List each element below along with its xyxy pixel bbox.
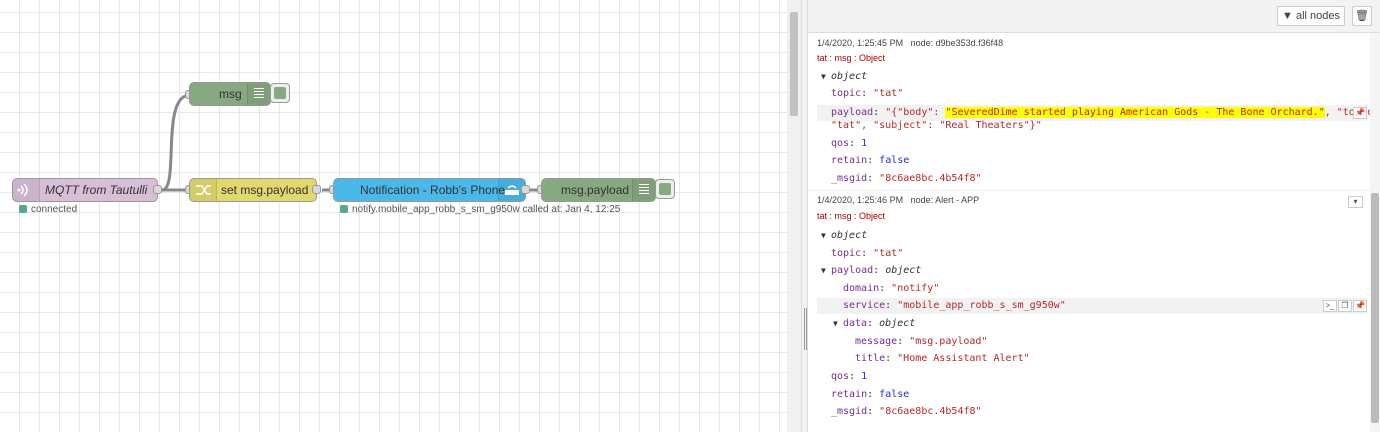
expand-icon: ▼	[821, 266, 826, 275]
message-meta: 1/4/2020, 1:25:45 PM node: d9be353d.f36f…	[817, 38, 1003, 48]
message-node-link[interactable]: node: Alert - APP	[910, 195, 980, 205]
clear-messages-button[interactable]: 🗑	[1352, 6, 1372, 26]
canvas-vertical-scrollbar[interactable]	[787, 0, 801, 432]
debug-message-list[interactable]: 1/4/2020, 1:25:45 PM node: d9be353d.f36f…	[808, 33, 1370, 432]
message-meta: 1/4/2020, 1:25:46 PM node: Alert - APP	[817, 195, 979, 205]
retain-row: retain: false	[831, 389, 910, 400]
splitter-grip-icon	[804, 308, 807, 350]
mqtt-status-text: connected	[31, 204, 78, 215]
status-dot-icon	[19, 205, 27, 213]
data-toggle[interactable]: ▼data: object	[833, 318, 916, 329]
search-highlight: "SeveredDime started playing American Go…	[945, 107, 1325, 118]
mqtt-output-port[interactable]	[153, 185, 162, 194]
debug-msg-toggle[interactable]	[270, 83, 290, 103]
domain-row: domain: "notify"	[843, 283, 940, 294]
copy-value-icon[interactable]: ❐	[1338, 300, 1352, 312]
message-row: message: "msg.payload"	[855, 336, 988, 347]
change-output-port[interactable]	[312, 185, 321, 194]
filter-label: all nodes	[1295, 10, 1340, 22]
debug-payload-node[interactable]: msg.payload	[541, 178, 656, 202]
notify-node-label: Notification - Robb's Phone	[360, 183, 506, 197]
bridge-icon	[13, 179, 40, 201]
mqtt-status: connected	[19, 204, 77, 215]
change-node[interactable]: set msg.payload	[189, 178, 317, 202]
debug-payload-label: msg.payload	[561, 183, 630, 197]
service-row-highlight	[817, 298, 1367, 314]
topic-row: topic: "tat"	[831, 88, 904, 99]
object-toggle[interactable]: ▼object	[821, 230, 868, 241]
filter-all-nodes-button[interactable]: ▼ all nodes	[1277, 6, 1345, 26]
pin-icon[interactable]: 📌	[1353, 300, 1367, 312]
wire-layer	[161, 93, 542, 192]
wire-mqtt-to-debug	[161, 93, 191, 192]
message-menu-chevron-icon[interactable]: ▾	[1348, 196, 1363, 208]
mqtt-node-label: MQTT from Tautulli	[45, 183, 148, 197]
debug-message: 1/4/2020, 1:25:45 PM node: d9be353d.f36f…	[808, 33, 1370, 191]
copy-path-icon[interactable]: >_	[1323, 300, 1337, 312]
service-row[interactable]: service: "mobile_app_robb_s_sm_g950w"	[843, 300, 1066, 311]
retain-row: retain: false	[831, 155, 910, 166]
debug-msg-node[interactable]: msg	[189, 82, 271, 106]
filter-icon: ▼	[1282, 10, 1293, 22]
flow-canvas[interactable]: MQTT from Tautulli connected msg set msg…	[0, 0, 787, 432]
debug-msg-label: msg	[219, 87, 242, 101]
msgid-row: _msgid: "8c6ae8bc.4b54f8"	[831, 173, 982, 184]
message-node-link[interactable]: node: d9be353d.f36f48	[910, 38, 1004, 48]
message-path: tat : msg : Object	[817, 211, 886, 221]
qos-row: qos: 1	[831, 371, 868, 382]
change-node-label: set msg.payload	[221, 183, 309, 197]
notify-status-text: notify.mobile_app_robb_s_sm_g950w called…	[352, 204, 621, 215]
payload-row[interactable]: payload: "{"body": "SeveredDime started …	[831, 107, 1370, 118]
sidebar-scrollbar[interactable]	[1370, 33, 1380, 432]
trash-icon: 🗑	[1355, 10, 1369, 22]
scrollbar-thumb[interactable]	[790, 12, 798, 116]
message-timestamp: 1/4/2020, 1:25:46 PM	[817, 195, 904, 205]
notify-output-port[interactable]	[521, 185, 530, 194]
payload-row-continued: "tat", "subject": "Real Theaters"}"	[831, 120, 1042, 131]
mqtt-in-node[interactable]: MQTT from Tautulli	[12, 178, 158, 202]
message-path: tat : msg : Object	[817, 53, 886, 63]
expand-icon: ▼	[833, 319, 838, 328]
object-toggle[interactable]: ▼object	[821, 71, 868, 82]
msgid-row: _msgid: "8c6ae8bc.4b54f8"	[831, 406, 982, 417]
debug-sidebar: ▼ all nodes 🗑 1/4/2020, 1:25:45 PM node:…	[808, 0, 1380, 432]
call-service-node[interactable]: Notification - Robb's Phone	[333, 178, 526, 202]
message-timestamp: 1/4/2020, 1:25:45 PM	[817, 38, 904, 48]
qos-row: qos: 1	[831, 138, 868, 149]
shuffle-icon	[190, 179, 217, 201]
pin-icon[interactable]: 📌	[1353, 107, 1367, 119]
sidebar-splitter[interactable]	[801, 0, 808, 432]
debug-list-icon	[632, 179, 655, 201]
debug-list-icon	[247, 83, 270, 105]
payload-toggle[interactable]: ▼payload: object	[821, 265, 922, 276]
debug-payload-toggle[interactable]	[655, 179, 675, 199]
router-icon	[498, 179, 525, 201]
scrollbar-thumb[interactable]	[1371, 193, 1379, 423]
debug-message: 1/4/2020, 1:25:46 PM node: Alert - APP ▾…	[808, 190, 1370, 432]
expand-icon: ▼	[821, 72, 826, 81]
notify-status: notify.mobile_app_robb_s_sm_g950w called…	[340, 204, 620, 215]
status-dot-icon	[340, 205, 348, 213]
debug-toolbar: ▼ all nodes 🗑	[808, 0, 1380, 33]
topic-row: topic: "tat"	[831, 248, 904, 259]
title-row: title: "Home Assistant Alert"	[855, 353, 1030, 364]
expand-icon: ▼	[821, 231, 826, 240]
